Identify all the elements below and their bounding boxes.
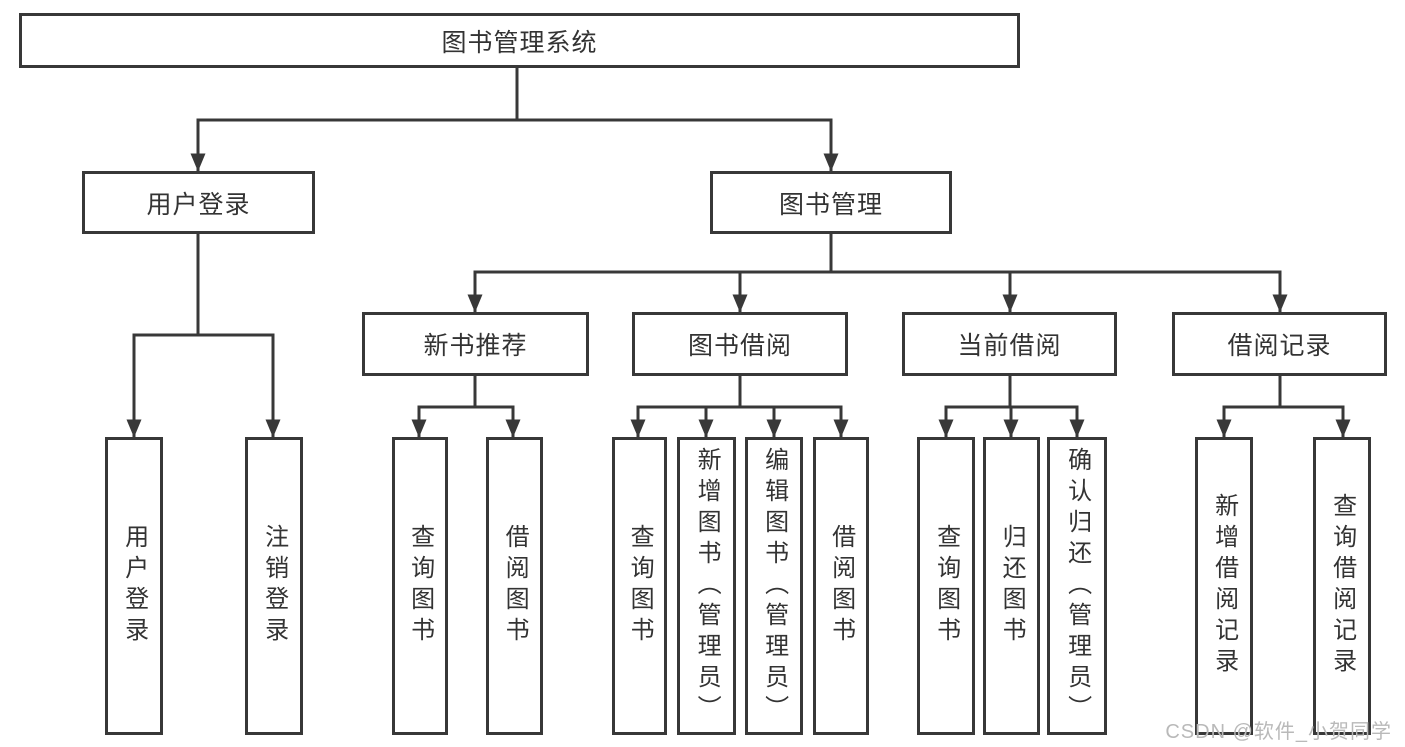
node-book-management: 图书管理	[710, 171, 952, 234]
leaf-label: 归还图书	[998, 524, 1026, 648]
node-label: 图书管理系统	[441, 28, 598, 57]
node-label: 图书管理	[778, 190, 883, 219]
node-label: 当前借阅	[957, 332, 1062, 360]
leaf-query-books-borrowing: 查询图书	[612, 437, 667, 735]
leaf-label: 编辑图书（管理员）	[760, 446, 788, 726]
leaf-user-login: 用户登录	[105, 437, 163, 735]
watermark: CSDN @软件_小贺同学	[1165, 721, 1392, 743]
leaf-label: 查询借阅记录	[1328, 493, 1356, 679]
leaf-label: 新增图书（管理员）	[693, 446, 721, 726]
node-new-book-recommendation: 新书推荐	[362, 312, 589, 376]
leaf-add-borrowing-record: 新增借阅记录	[1195, 437, 1253, 735]
node-label: 用户登录	[146, 190, 251, 219]
node-current-borrowing: 当前借阅	[902, 312, 1117, 376]
node-borrowing-records: 借阅记录	[1172, 312, 1387, 376]
leaf-logout-login: 注销登录	[245, 437, 303, 735]
leaf-query-borrowing-record: 查询借阅记录	[1313, 437, 1371, 735]
node-label: 新书推荐	[423, 332, 528, 360]
node-book-borrowing: 图书借阅	[632, 312, 848, 376]
leaf-label: 借阅图书	[827, 524, 855, 648]
leaf-borrow-books-borrowing: 借阅图书	[813, 437, 869, 735]
leaf-label: 新增借阅记录	[1210, 493, 1238, 679]
node-label: 图书借阅	[687, 332, 792, 360]
leaf-label: 用户登录	[120, 524, 148, 648]
leaf-query-books-current: 查询图书	[917, 437, 975, 735]
leaf-label: 确认归还（管理员）	[1063, 446, 1091, 726]
leaf-return-books: 归还图书	[983, 437, 1040, 735]
leaf-label: 借阅图书	[501, 524, 529, 648]
leaf-edit-books-admin: 编辑图书（管理员）	[745, 437, 803, 735]
leaf-confirm-return-admin: 确认归还（管理员）	[1047, 437, 1107, 735]
leaf-label: 注销登录	[260, 524, 288, 648]
node-library-management-system: 图书管理系统	[19, 13, 1020, 68]
leaf-add-books-admin: 新增图书（管理员）	[677, 437, 736, 735]
leaf-query-books-recommend: 查询图书	[392, 437, 448, 735]
leaf-borrow-books-recommend: 借阅图书	[486, 437, 543, 735]
node-label: 借阅记录	[1227, 332, 1332, 360]
leaf-label: 查询图书	[406, 524, 434, 648]
leaf-label: 查询图书	[932, 524, 960, 648]
node-user-login: 用户登录	[82, 171, 315, 234]
leaf-label: 查询图书	[626, 524, 654, 648]
